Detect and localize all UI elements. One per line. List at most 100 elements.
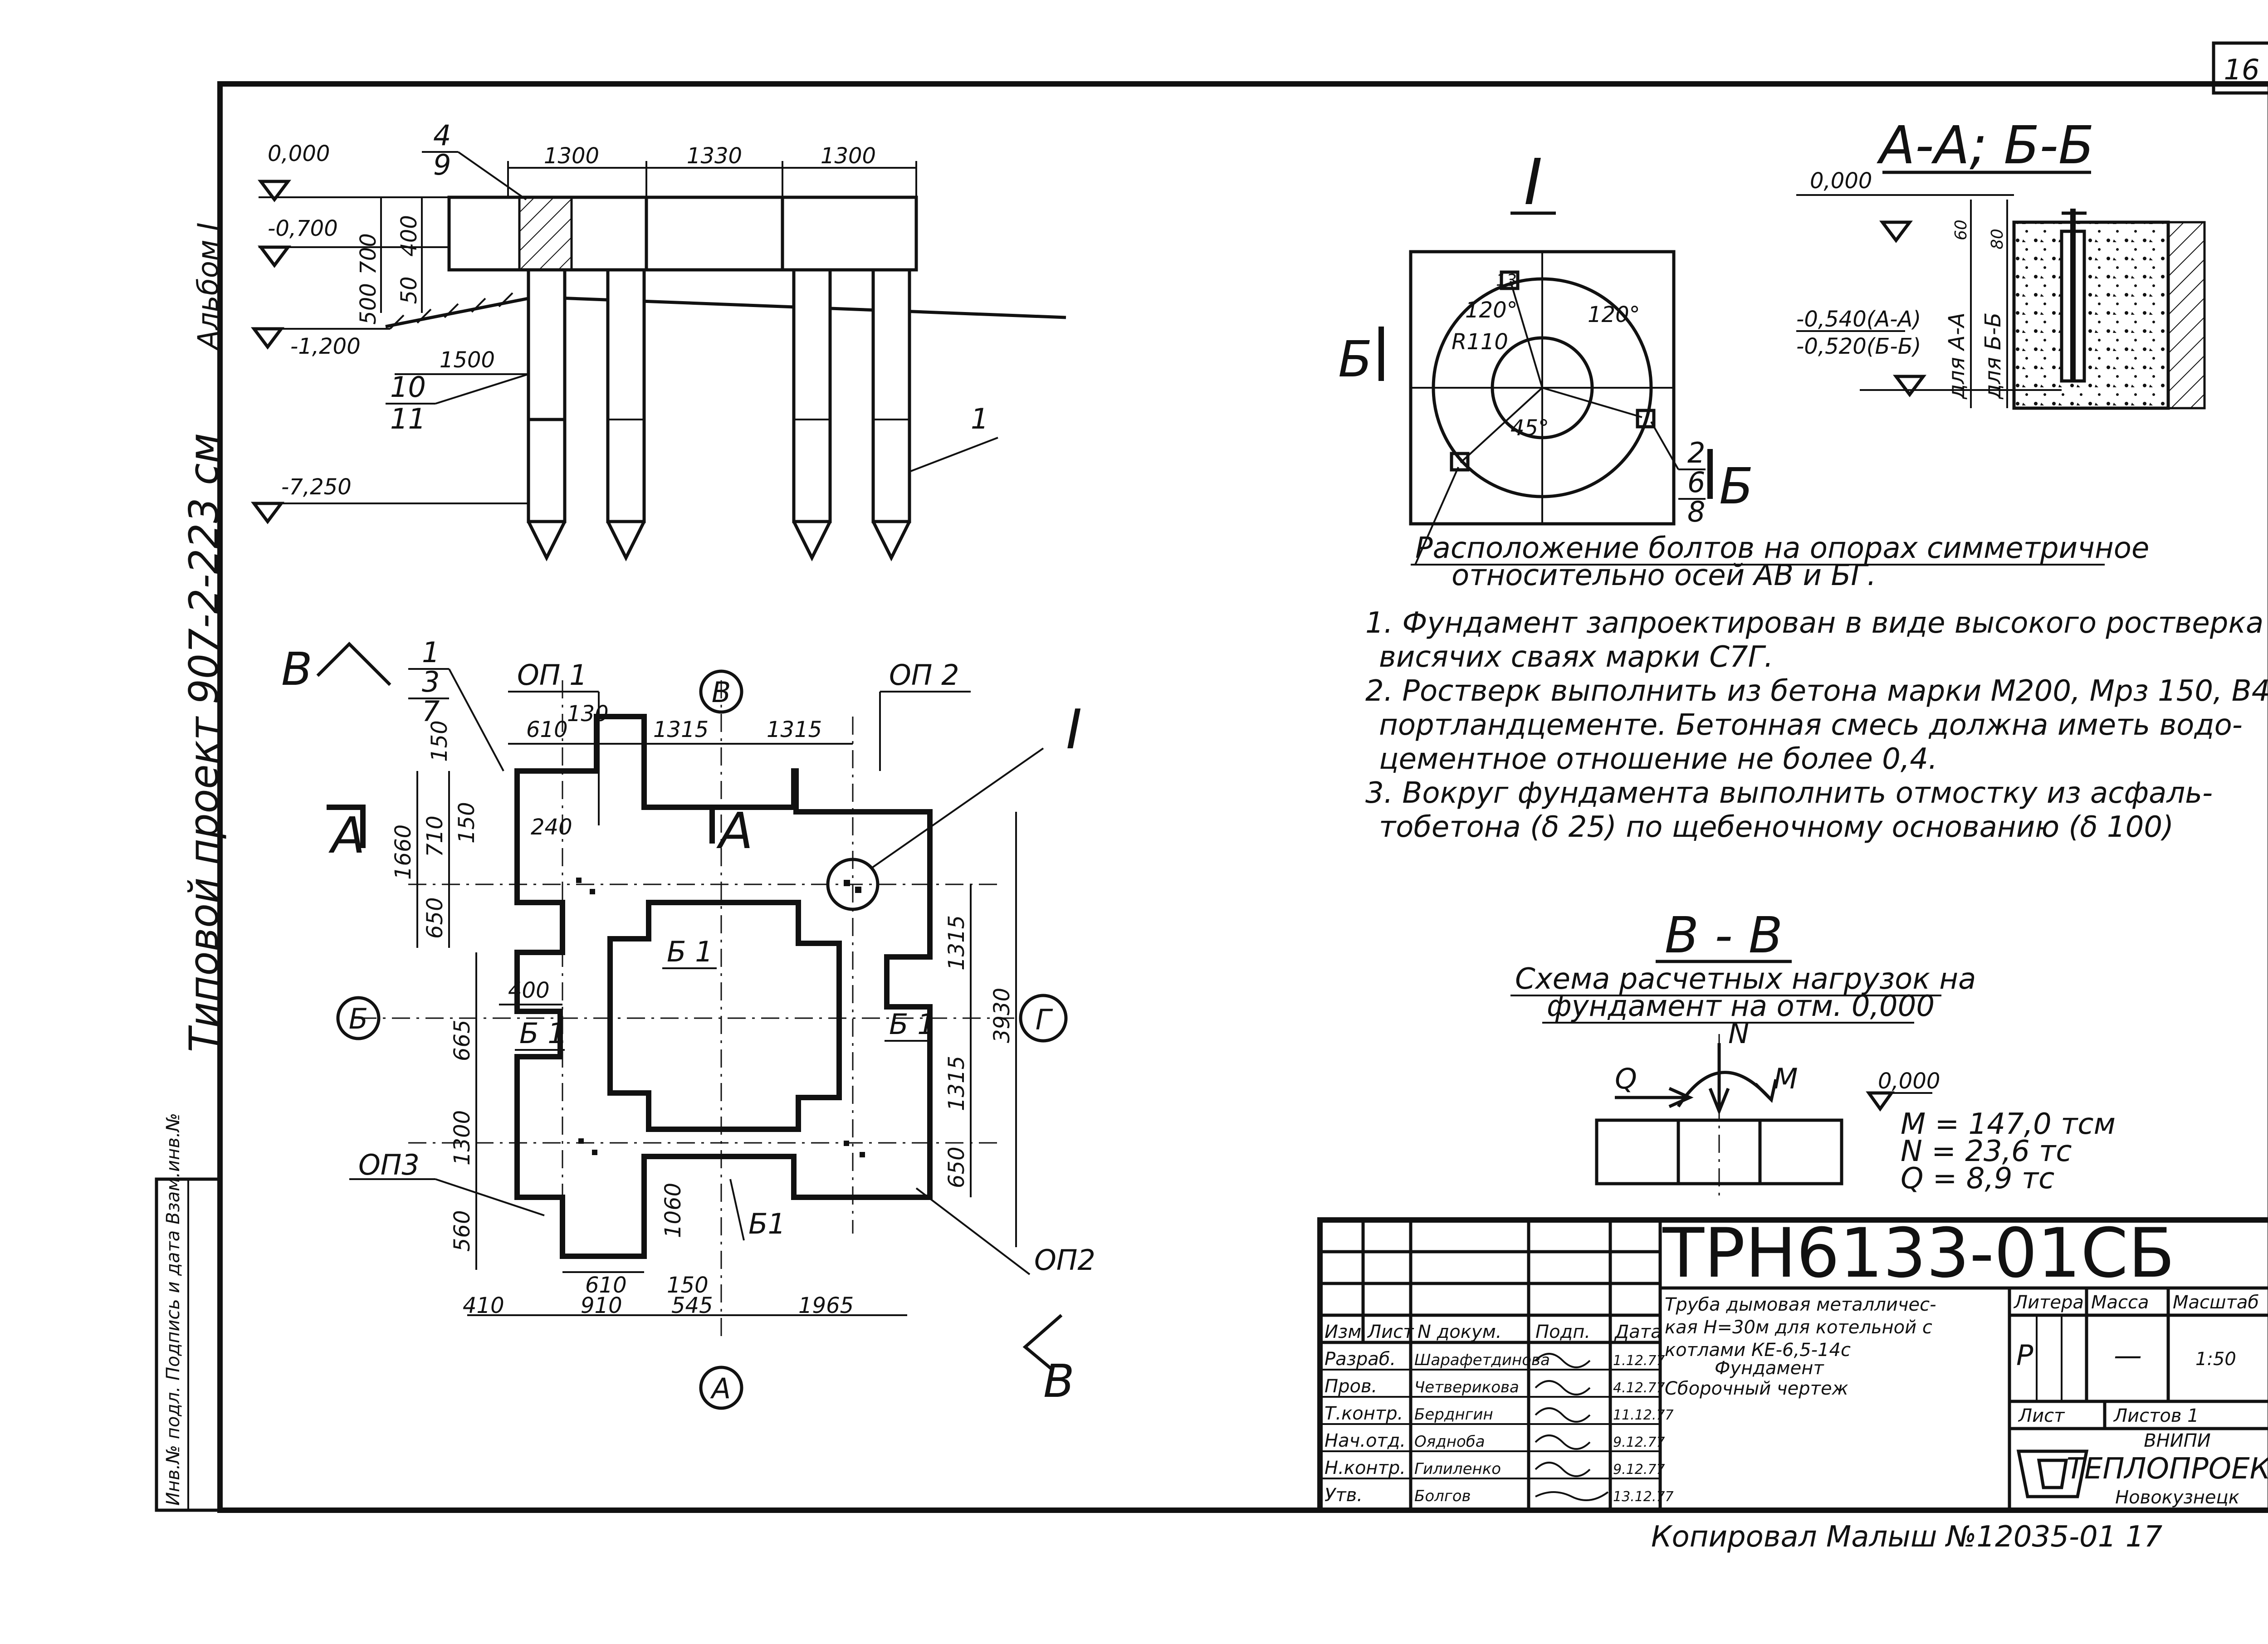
plan-dim-1315c: 1315: [944, 915, 969, 971]
tb-role-0: Разраб.: [1325, 1349, 1396, 1370]
level-0000: 0,000: [268, 141, 330, 166]
load-N: N: [1728, 1017, 1749, 1050]
aa-for-b: для Б-Б: [1980, 312, 2006, 400]
tb-mass: —: [2114, 1339, 2142, 1372]
loads-level: 0,000: [1878, 1068, 1940, 1094]
tag-10: 10: [390, 371, 426, 404]
tag-11: 11: [390, 402, 426, 435]
radius-r110: R110: [1452, 329, 1508, 355]
loads-subtitle-1: Схема расчетных нагрузок на: [1515, 962, 1976, 996]
tb-litera-hdr: Литера: [2013, 1292, 2084, 1313]
note-line-2: висячих сваях марки С7Г.: [1379, 640, 1774, 674]
tb-date-4: 9.12.77: [1613, 1462, 1665, 1478]
load-M: M: [1774, 1062, 1798, 1095]
angle-45: 45°: [1510, 415, 1549, 441]
tb-role-2: Т.контр.: [1325, 1403, 1403, 1424]
tb-org-3: Новокузнецк: [2115, 1487, 2239, 1508]
aa-for-a: для А-А: [1944, 312, 1970, 400]
axis-A: А: [710, 1372, 731, 1405]
beam-b1-right: Б 1: [889, 1008, 935, 1041]
section-B-right: Б: [1719, 457, 1753, 515]
tb-hdr-list: Лист: [1367, 1322, 1414, 1342]
note-line-5: цементное отношение не более 0,4.: [1379, 742, 1937, 776]
tb-role-1: Пров.: [1325, 1376, 1377, 1397]
plan-dim-710: 710: [422, 815, 448, 857]
tb-litera: Р: [2016, 1339, 2033, 1372]
axis-B: Б: [349, 1002, 368, 1035]
note-line-6: 3. Вокруг фундамента выполнить отмостку …: [1365, 776, 2213, 810]
elev-dim-1500: 1500: [440, 347, 495, 373]
aa-level-top: 0,000: [1810, 168, 1872, 194]
tb-scale: 1:50: [2195, 1349, 2236, 1370]
level-7250: -7,250: [281, 474, 352, 500]
support-op3: ОП3: [358, 1148, 420, 1181]
elev-dim-1300a: 1300: [544, 143, 599, 169]
plan-dim-1965: 1965: [798, 1293, 854, 1318]
plan-dim-130: 130: [567, 701, 609, 727]
elev-dim-700: 700: [356, 233, 381, 275]
sheet-number-box: [2212, 41, 2268, 95]
detail-caption-2: относительно осей АВ и БГ.: [1452, 559, 1876, 592]
support-op2-top: ОП 2: [889, 659, 959, 692]
tb-sheet: Лист: [2018, 1405, 2065, 1426]
plan-dim-150c: 150: [667, 1273, 709, 1298]
beam-b1-top: Б 1: [667, 935, 713, 968]
sheet-number: 16: [2224, 53, 2260, 86]
tb-date-0: 1.12.77: [1613, 1353, 1665, 1369]
plan-tag-3: 3: [422, 665, 440, 698]
level-1200: -1,200: [290, 334, 361, 359]
tb-name-0: Шарафетдинова: [1414, 1351, 1550, 1369]
tb-date-2: 11.12.77: [1613, 1407, 1674, 1423]
tb-scale-hdr: Масштаб: [2173, 1292, 2259, 1313]
footer-copy-note: Копировал Малыш №12035-01 17: [1651, 1520, 2163, 1554]
plan-view: В Б А Г А А В В I ОП 1 ОП 2 ОП3 ОП2 Б 1: [281, 636, 1095, 1410]
tb-hdr-sign: Подп.: [1535, 1322, 1590, 1342]
title-block: Изм. Лист N докум. Подп. Дата Разраб. Ша…: [1317, 1214, 2268, 1513]
plan-dim-150a: 150: [427, 720, 452, 762]
detail-tag-8: 8: [1687, 495, 1705, 528]
section-B-left: Б: [1338, 330, 1372, 388]
beam-b1-left: Б 1: [519, 1017, 566, 1050]
beam-b1-bottom: Б1: [748, 1207, 786, 1240]
tb-date-5: 13.12.77: [1613, 1489, 1674, 1505]
tb-name-5: Болгов: [1414, 1487, 1471, 1505]
tb-date-1: 4.12.77: [1613, 1380, 1665, 1396]
load-scheme: В - В Схема расчетных нагрузок на фундам…: [1510, 906, 2116, 1197]
plan-dim-240: 240: [531, 815, 572, 840]
inventory-stamp-text: Инв.№ подл. Подпись и дата Взам.инв.№: [163, 1113, 184, 1506]
elev-dim-1330: 1330: [687, 143, 742, 169]
tb-hdr-date: Дата: [1614, 1322, 1662, 1342]
plan-dim-650a: 650: [422, 897, 448, 939]
detail-I-title: I: [1524, 146, 1542, 220]
plan-dim-1300: 1300: [450, 1110, 475, 1166]
plan-dim-1315d: 1315: [944, 1056, 969, 1111]
detail-I: I 120° 120° 45° R110 13 Б Б 2 6 8 Распол…: [1338, 146, 2149, 592]
elevation-view: 0,000 -0,700 -1,200 -7,250 1300 1330 130…: [251, 119, 1066, 561]
section-A-right: А: [716, 802, 753, 860]
tb-name-4: Гилиленко: [1414, 1460, 1501, 1478]
elev-dim-50: 50: [396, 276, 422, 304]
tb-org-2: ТЕПЛОПРОЕКТ: [2067, 1452, 2268, 1486]
plan-dim-410: 410: [463, 1293, 504, 1318]
tb-hdr-izm: Изм.: [1325, 1322, 1367, 1342]
elev-dim-500: 500: [356, 283, 381, 325]
tb-sheets: Листов 1: [2113, 1405, 2199, 1426]
tb-role-4: Н.контр.: [1325, 1458, 1406, 1478]
plan-dim-545: 545: [671, 1293, 713, 1318]
plan-dim-560: 560: [450, 1210, 475, 1252]
detail-caption-1: Расположение болтов на опорах симметричн…: [1415, 532, 2149, 565]
detail-tag-2: 2: [1687, 436, 1705, 469]
project-caption: Типовой проект 907-2-223 см: [181, 433, 227, 1052]
tb-role-3: Нач.отд.: [1325, 1430, 1406, 1451]
load-value-N: N = 23,6 тс: [1901, 1135, 2072, 1168]
tb-org-1: ВНИПИ: [2144, 1430, 2210, 1451]
elev-dim-1300b: 1300: [821, 143, 876, 169]
section-A-left: А: [328, 806, 365, 864]
loads-subtitle-2: фундамент на отм. 0,000: [1547, 990, 1935, 1023]
plan-dim-665: 665: [450, 1020, 475, 1061]
plan-dim-610b: 610: [585, 1273, 627, 1298]
support-op2-bottom: ОП2: [1034, 1244, 1095, 1277]
plan-dim-3930: 3930: [989, 988, 1015, 1043]
load-value-Q: Q = 8,9 тс: [1901, 1162, 2054, 1195]
